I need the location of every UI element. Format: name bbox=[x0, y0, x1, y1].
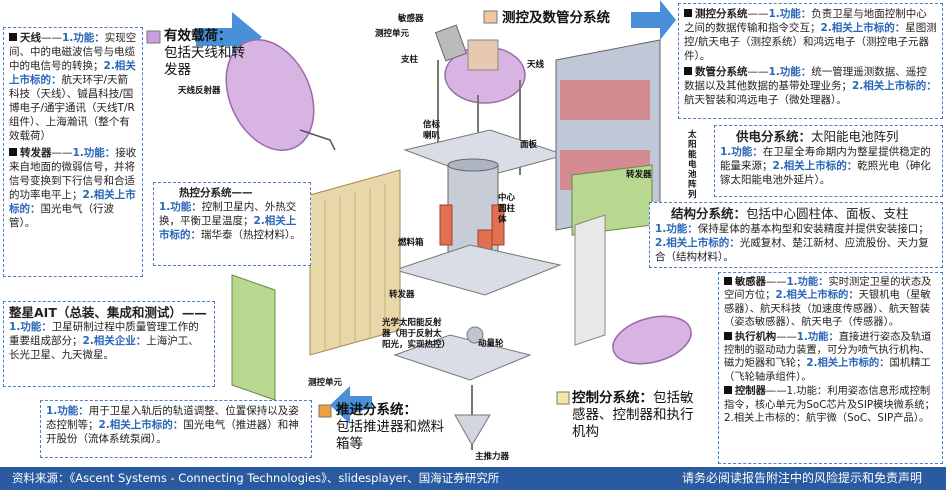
antenna-title: 天线 bbox=[20, 32, 41, 44]
ttc-item1-listed: 星图测控/航天电子（测控系统）和鸿远电子（测控电子元器件）。 bbox=[684, 22, 937, 62]
thermal-header: 热控分系统—— bbox=[179, 187, 253, 199]
label-pillar: 支柱 bbox=[401, 55, 419, 65]
label-ttc-unit-lower: 测控单元 bbox=[308, 378, 343, 388]
ttc-item2-function: 统一管理遥测数据、遥控数据以及其他数据的基带处理业务； bbox=[684, 66, 927, 92]
footer-disclaimer: 请务必阅读报告附注中的风险提示和免责声明 bbox=[681, 471, 922, 485]
ttc-item2-listed: 航天智装和鸿远电子（微处理器）。 bbox=[684, 94, 847, 106]
power-box: 供电分系统：太阳能电池阵列 1.功能：在卫星全寿命期内为整星提供稳定的能量来源；… bbox=[714, 125, 943, 197]
transponder-listed-text: 国光电气（行波管）。 bbox=[9, 203, 114, 229]
thermal-function-text: 控制卫星内、外热交换，平衡卫星温度； bbox=[159, 201, 297, 227]
transponder-title: 转发器 bbox=[20, 147, 52, 159]
antenna-transponder-box: 天线——1.功能：实现空间、中的电磁波信号与电缆中的电信号的转换；2.相关上市标… bbox=[3, 27, 143, 277]
propulsion-header: 推进分系统： 包括推进器和燃料箱等 bbox=[336, 402, 444, 452]
label-center-cylinder: 中心圆柱体 bbox=[498, 193, 516, 225]
footer-source: 资料来源：《Ascent Systems - Connecting Techno… bbox=[12, 471, 500, 485]
ait-box: 整星AIT（总装、集成和测试）—— 1.功能：卫星研制过程中质量管理工作的重要组… bbox=[3, 301, 215, 387]
ttc-chip-icon bbox=[483, 10, 498, 24]
ait-listed-text: 上海沪工、长光卫星、九天微星。 bbox=[9, 335, 199, 361]
power-function-text: 在卫星全寿命期内为整星提供稳定的能量来源； bbox=[720, 146, 931, 172]
antenna-listed-text: 航天环宇/天箭科技（天线）、铖昌科技/国博电子/通宇通讯（天线T/R组件）、上海… bbox=[9, 74, 135, 142]
control-detail-box: 敏感器——1.功能：实时测定卫星的状态及空间方位；2.相关上市标的：天银机电（星… bbox=[718, 272, 943, 464]
label-antenna-reflector: 天线反射器 bbox=[178, 86, 221, 96]
footer-bar: 资料来源：《Ascent Systems - Connecting Techno… bbox=[0, 467, 946, 490]
label-sensor: 敏感器 bbox=[398, 14, 424, 24]
control-item1-function: 实时测定卫星的状态及空间方位； bbox=[724, 276, 932, 302]
thermal-box: 热控分系统—— 1.功能：控制卫星内、外热交换，平衡卫星温度；2.相关上市标的：… bbox=[153, 182, 311, 266]
power-listed-text: 乾照光电（砷化镓太阳能电池外延片）。 bbox=[720, 160, 931, 186]
ttc-box: 测控分系统——1.功能：负责卫星与地面控制中心之间的数据传输和指令交互；2.相关… bbox=[678, 3, 943, 119]
propulsion-function-text: 用于卫星入轨后的轨道调整、位置保持以及姿态控制等； bbox=[46, 405, 299, 431]
arrow-propulsion-left-icon bbox=[330, 386, 372, 424]
ttc-item1-title: 测控分系统 bbox=[695, 8, 748, 20]
control-item2-title: 执行机构 bbox=[735, 330, 777, 343]
control-item2-function: 直接进行姿态及轨道控制的驱动动力装置，可分为喷气执行机构、磁力矩器和飞轮； bbox=[724, 330, 932, 370]
structure-function-text: 保持星体的基本构型和安装精度并提供安装接口； bbox=[697, 223, 929, 235]
control-item3-listed: 航宇微（SoC、SIP产品）。 bbox=[805, 412, 930, 425]
transponder-function-text: 接收来自地面的微弱信号，并将信号变换到下行信号和合适的功率电平上； bbox=[9, 147, 137, 201]
propulsion-box: 1.功能：用于卫星入轨后的轨道调整、位置保持以及姿态控制等；2.相关上市标的：国… bbox=[40, 400, 312, 458]
label-antenna: 天线 bbox=[527, 60, 545, 70]
ttc-item1-function: 负责卫星与地面控制中心之间的数据传输和指令交互； bbox=[684, 8, 927, 34]
control-item3-function: 利用姿态信息形成控制指令，核心单元为SoC芯片及SIP模块微系统； bbox=[724, 385, 935, 411]
ttc-header: 测控及数管分系统 bbox=[502, 10, 610, 26]
structure-box: 结构分系统：包括中心圆柱体、面板、支柱 1.功能：保持星体的基本构型和安装精度并… bbox=[649, 202, 943, 268]
label-ttc-unit: 测控单元 bbox=[375, 29, 410, 39]
label-transponder-right: 转发器 bbox=[626, 170, 652, 180]
label-fuel-tank: 燃料箱 bbox=[398, 238, 424, 248]
satellite-exploded-illustration bbox=[146, 0, 731, 450]
ait-function-text: 卫星研制过程中质量管理工作的重要组成部分； bbox=[9, 321, 199, 347]
label-panel: 面板 bbox=[520, 140, 538, 150]
antenna-reflector-dish-icon bbox=[225, 39, 315, 151]
control-header: 控制分系统：包括敏感器、控制器和执行机构 bbox=[572, 390, 694, 440]
label-optical-reflector: 光学太阳能反射器（用于反射太阳光，实现热控） bbox=[382, 318, 451, 350]
payload-chip-icon bbox=[146, 30, 161, 44]
structure-listed-text: 光威复材、楚江新材、应流股份、天力复合（结构材料）。 bbox=[655, 237, 929, 263]
control-item3-title: 控制器 bbox=[735, 385, 766, 398]
label-beacon: 信标喇叭 bbox=[423, 120, 441, 141]
control-chip-icon bbox=[556, 391, 570, 405]
label-solar-array: 太阳能电池阵列 bbox=[688, 130, 697, 200]
control-item2-listed: 国机精工（飞轮轴承组件）。 bbox=[724, 357, 931, 383]
propulsion-listed-text: 国光电气（推进器）和神开股份（流体系统泵阀）。 bbox=[46, 419, 299, 445]
structure-header: 结构分系统： bbox=[671, 206, 747, 221]
ttc-item2-title: 数管分系统 bbox=[695, 66, 748, 78]
power-header: 供电分系统： bbox=[736, 129, 812, 144]
label-transponder-left: 转发器 bbox=[389, 290, 415, 300]
label-momentum-wheel: 动量轮 bbox=[478, 339, 504, 349]
control-item1-listed: 天银机电（星敏感器）、航天科技（加速度传感器）、航天智装（姿态敏感器）、航天电子… bbox=[724, 289, 931, 329]
control-item1-title: 敏感器 bbox=[735, 276, 766, 288]
propulsion-chip-icon bbox=[318, 404, 332, 418]
ait-title: 整星AIT（总装、集成和测试）—— bbox=[9, 305, 207, 320]
payload-header: 有效载荷： 包括天线和转发器 bbox=[164, 28, 245, 78]
label-main-thruster: 主推力器 bbox=[475, 452, 510, 462]
antenna-function-text: 实现空间、中的电磁波信号与电缆中的电信号的转换； bbox=[9, 32, 137, 72]
arrow-ttc-right-icon bbox=[631, 0, 676, 40]
thermal-listed-text: 瑞华泰（热控材料）。 bbox=[201, 229, 301, 241]
